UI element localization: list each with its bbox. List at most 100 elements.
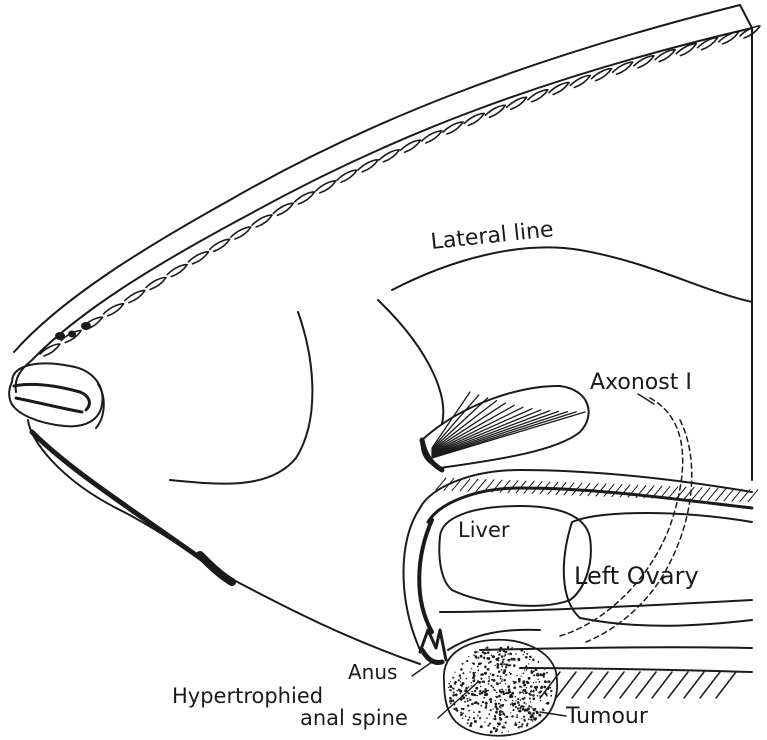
cavity-hatch-line [692, 488, 702, 500]
anal-fin-ray [588, 672, 608, 698]
tumour-dot [518, 710, 520, 712]
tumour-dot [485, 702, 488, 705]
tumour-dot [495, 700, 496, 701]
tumour-dot [539, 681, 541, 683]
tumour-dot [482, 701, 484, 703]
tumour-dot [495, 658, 498, 661]
tumour-dot [480, 725, 483, 728]
nostrils [55, 322, 91, 340]
tumour-dot [523, 693, 525, 695]
tumour-dot [549, 687, 551, 689]
tumour-dot [522, 708, 525, 711]
label-axonost: Axonost I [590, 372, 692, 394]
tumour-dot [465, 695, 467, 697]
tumour-dot [486, 717, 488, 719]
dorsal-fin-ray [422, 131, 442, 143]
tumour-dot [525, 691, 528, 694]
tumour-dot [454, 671, 455, 672]
tumour-dot [495, 665, 496, 666]
tumour-dot [550, 695, 552, 697]
dorsal-fin-ray [125, 291, 145, 303]
cavity-hatch-line [476, 480, 486, 492]
tumour-dot [517, 698, 519, 700]
tumour-dot [524, 669, 525, 670]
tumour-dot [467, 722, 469, 724]
tumour-dot [521, 723, 523, 725]
tumour-dot [499, 710, 502, 713]
tumour-dot [504, 654, 505, 655]
tumour-dot [470, 671, 471, 672]
tumour-dot [526, 724, 528, 726]
tumour-dot [533, 674, 535, 676]
tumour-dot [477, 665, 479, 667]
tumour-dot [509, 653, 512, 656]
tumour-dot [539, 695, 540, 696]
tumour-dot [454, 682, 457, 685]
anal-fin-ray [620, 672, 640, 698]
tumour-dot [495, 711, 498, 714]
tumour-dot [464, 690, 466, 692]
dorsal-fin-ray [231, 227, 251, 239]
dorsal-fin-ray [401, 140, 421, 152]
tumour-dot [487, 668, 490, 671]
tumour-dot [545, 703, 546, 704]
tumour-dot [473, 712, 475, 714]
tumour-dot [468, 656, 469, 657]
tumour-dot [464, 701, 466, 703]
tumour-dot [508, 688, 511, 691]
tumour-dot [490, 673, 492, 675]
tumour-dot [496, 682, 498, 684]
dorsal-fin-ray [740, 26, 760, 38]
tumour-dot [519, 691, 521, 693]
tumour-dot [510, 704, 512, 706]
tumour-dot [512, 700, 514, 702]
tumour-dot [488, 683, 490, 685]
tumour-dot [519, 685, 521, 687]
tumour-dot [543, 709, 545, 711]
anal-fin-ray [684, 672, 704, 698]
tumour-dot [532, 712, 535, 715]
tumour-dot [468, 686, 470, 688]
tumour-dot [506, 651, 507, 652]
tumour-dot [486, 705, 488, 707]
label-left-ovary: Left Ovary [574, 564, 699, 588]
tumour-dot [504, 699, 506, 701]
tumour-dot [493, 727, 496, 730]
tumour-dot [448, 683, 450, 685]
tumour-dot [501, 680, 503, 682]
tumour-dot [529, 656, 532, 659]
tumour-dot [532, 716, 534, 718]
tumour-dot [522, 698, 524, 700]
tumour-dot [501, 689, 503, 691]
tumour-dot [517, 658, 520, 661]
tumour-dot [518, 680, 520, 682]
tumour-dot [529, 692, 530, 693]
tumour-dot [450, 699, 452, 701]
tumour-dot [550, 690, 552, 692]
tumour-dot [479, 717, 481, 719]
tumour-dot [546, 695, 548, 697]
tumour-dot [467, 704, 469, 706]
tumour-dot [534, 708, 536, 710]
tumour-dot [521, 718, 522, 719]
tumour-dot [478, 711, 480, 713]
tumour-dot [500, 678, 502, 680]
tumour-dot [496, 692, 498, 694]
tumour-dot [465, 715, 467, 717]
tumour-dot [501, 704, 504, 707]
cavity-hatch-line [684, 487, 694, 499]
tumour-dot [500, 663, 502, 665]
tumour-dot [483, 697, 485, 699]
tumour-dot [504, 693, 506, 695]
tumour-dot [460, 677, 462, 679]
tumour-dot [474, 701, 477, 704]
tumour-dot [540, 691, 542, 693]
tumour-dot [468, 710, 470, 712]
tumour-dot [516, 675, 517, 676]
tumour-dot [477, 695, 478, 696]
tumour-dot [540, 697, 541, 698]
tumour-dot [532, 694, 535, 697]
tumour-dot [495, 705, 498, 708]
tumour-dot [489, 660, 492, 663]
